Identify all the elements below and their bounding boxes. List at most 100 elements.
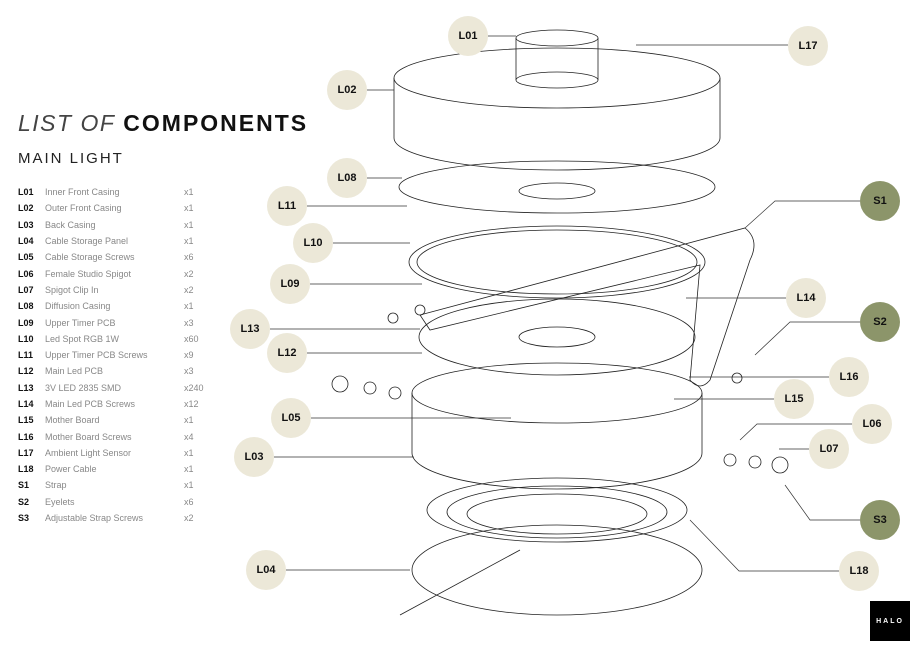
component-name: Upper Timer PCB (45, 317, 116, 328)
component-code: L03 (18, 219, 34, 230)
component-code: L15 (18, 415, 34, 426)
component-code: L10 (18, 333, 34, 344)
component-code: L04 (18, 236, 34, 247)
component-name: Diffusion Casing (45, 301, 111, 312)
callout-l02: L02 (327, 70, 367, 110)
callout-l07: L07 (809, 429, 849, 469)
component-qty: x6 (184, 496, 194, 507)
callout-l15: L15 (774, 379, 814, 419)
component-row: L11 Upper Timer PCB Screws x9 (18, 347, 218, 363)
component-name: Main Led PCB Screws (45, 399, 136, 409)
component-qty: x3 (184, 317, 194, 328)
component-name: Main Led PCB (45, 366, 104, 377)
title-bold: COMPONENTS (123, 110, 309, 136)
component-name: Led Spot RGB 1W (45, 333, 120, 344)
component-qty: x9 (184, 350, 194, 361)
component-name: Adjustable Strap Screws (45, 513, 144, 524)
component-name: Female Studio Spigot (45, 268, 132, 279)
callout-l18: L18 (839, 551, 879, 591)
component-row: S1 Strap x1 (18, 477, 218, 493)
component-code: L09 (18, 317, 34, 328)
component-qty: x60 (184, 333, 199, 344)
component-code: S2 (18, 496, 30, 507)
component-code: L12 (18, 366, 34, 377)
component-code: L01 (18, 187, 34, 198)
component-row: L10 Led Spot RGB 1W x60 (18, 331, 218, 347)
component-name: Upper Timer PCB Screws (45, 350, 148, 361)
callout-l03: L03 (234, 437, 274, 477)
component-row: L08 Diffusion Casing x1 (18, 298, 218, 314)
component-row: L17 Ambient Light Sensor x1 (18, 445, 218, 461)
component-name: Ambient Light Sensor (45, 447, 132, 458)
component-row: L02 Outer Front Casing x1 (18, 200, 218, 216)
component-code: L11 (18, 350, 34, 361)
component-code: L18 (18, 464, 34, 475)
component-code: L06 (18, 268, 34, 279)
callout-l05: L05 (271, 398, 311, 438)
component-code: L08 (18, 301, 34, 312)
component-code: L02 (18, 203, 34, 214)
component-row: L13 3V LED 2835 SMD x240 (18, 380, 218, 396)
component-qty: x1 (184, 447, 194, 458)
component-name: Outer Front Casing (45, 203, 122, 214)
component-code: S1 (18, 480, 30, 491)
component-row: L03 Back Casing x1 (18, 217, 218, 233)
callout-l08: L08 (327, 158, 367, 198)
callout-l12: L12 (267, 333, 307, 373)
callout-l14: L14 (786, 278, 826, 318)
component-qty: x2 (184, 284, 194, 295)
callout-s2: S2 (860, 302, 900, 342)
component-name: Back Casing (45, 219, 96, 230)
component-qty: x3 (184, 366, 194, 377)
component-row: S2 Eyelets x6 (18, 494, 218, 510)
component-qty: x12 (184, 399, 199, 409)
component-code: L16 (18, 431, 34, 442)
component-qty: x1 (184, 236, 194, 247)
component-qty: x240 (184, 382, 204, 393)
section-subtitle: MAIN LIGHT (18, 150, 124, 167)
component-row: L01 Inner Front Casing x1 (18, 184, 218, 200)
callout-l09: L09 (270, 264, 310, 304)
callout-s1: S1 (860, 181, 900, 221)
component-code: L05 (18, 252, 34, 263)
component-name: Mother Board (45, 415, 100, 426)
component-name: Inner Front Casing (45, 187, 120, 198)
component-row: L04 Cable Storage Panel x1 (18, 233, 218, 249)
page-title: LIST OF COMPONENTS (18, 110, 308, 137)
component-qty: x1 (184, 187, 194, 198)
callout-l11: L11 (267, 186, 307, 226)
component-row: L12 Main Led PCB x3 (18, 363, 218, 379)
component-qty: x6 (184, 252, 194, 263)
component-row: L16 Mother Board Screws x4 (18, 428, 218, 444)
component-qty: x1 (184, 415, 194, 426)
component-row: L18 Power Cable x1 (18, 461, 218, 477)
title-light: LIST OF (18, 110, 116, 136)
callout-l13: L13 (230, 309, 270, 349)
component-qty: x1 (184, 203, 194, 214)
component-name: 3V LED 2835 SMD (45, 382, 122, 393)
callout-l17: L17 (788, 26, 828, 66)
component-qty: x1 (184, 219, 194, 230)
component-name: Eyelets (45, 496, 75, 507)
component-code: L17 (18, 447, 34, 458)
component-qty: x1 (184, 480, 194, 491)
component-code: L07 (18, 284, 34, 295)
component-name: Strap (45, 480, 67, 491)
component-name: Power Cable (45, 464, 97, 475)
callout-l06: L06 (852, 404, 892, 444)
component-qty: x1 (184, 464, 194, 475)
halo-logo: HALO (870, 601, 910, 641)
component-qty: x4 (184, 431, 194, 442)
callout-l16: L16 (829, 357, 869, 397)
component-code: L13 (18, 382, 34, 393)
component-qty: x2 (184, 513, 194, 524)
component-row: L15 Mother Board x1 (18, 412, 218, 428)
component-qty: x1 (184, 301, 194, 312)
component-row: L09 Upper Timer PCB x3 (18, 314, 218, 330)
component-name: Cable Storage Panel (45, 236, 129, 247)
component-name: Mother Board Screws (45, 431, 132, 442)
